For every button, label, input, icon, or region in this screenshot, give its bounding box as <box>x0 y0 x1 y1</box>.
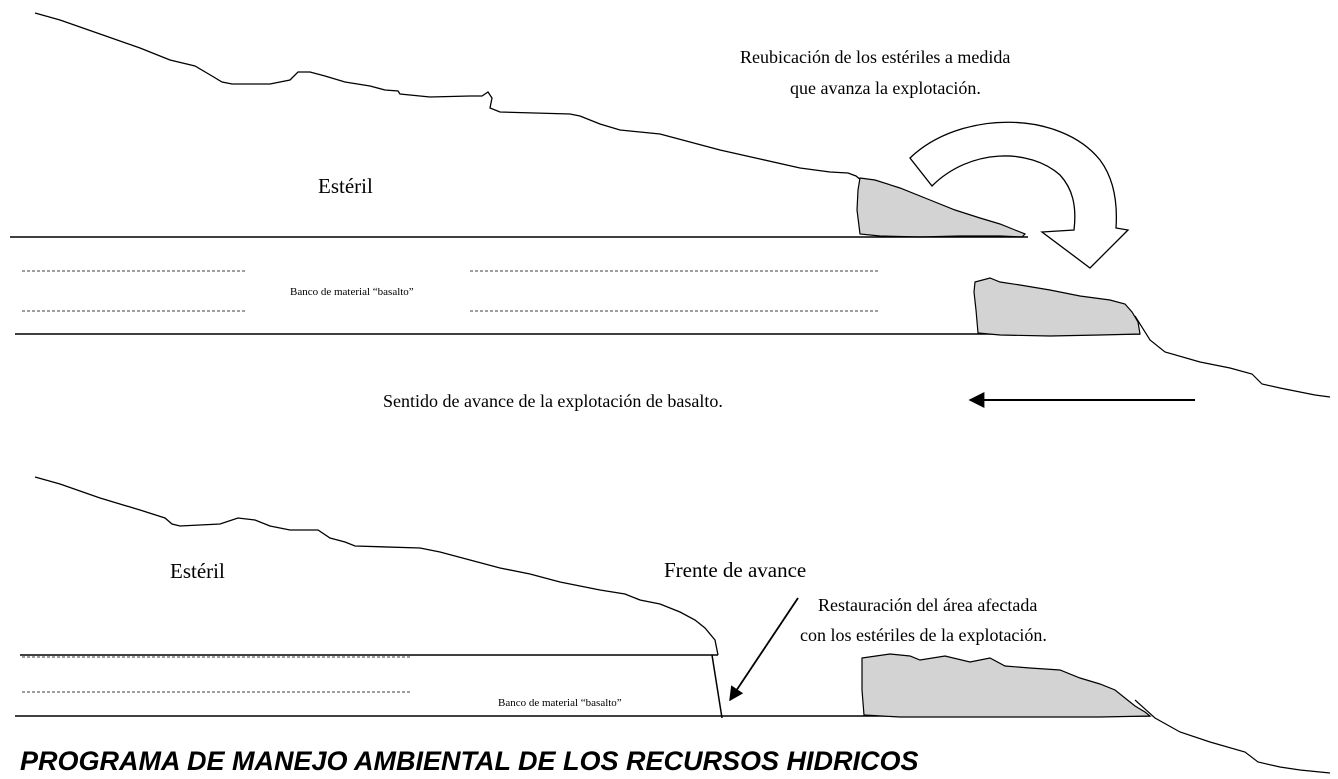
upper-section: Estéril Banco de material “basalto” Reub… <box>10 12 1331 411</box>
label-frente-avance: Frente de avance <box>664 558 806 582</box>
label-sentido-avance: Sentido de avance de la explotación de b… <box>383 391 723 411</box>
lower-slope-line <box>1134 699 1331 774</box>
quarry-face-line <box>711 654 723 719</box>
upper-waste-pile-relocated <box>973 277 1141 337</box>
lower-label-banco: Banco de material “basalto” <box>498 697 622 709</box>
label-restauracion-line2: con los estériles de la explotación. <box>800 625 1047 645</box>
section-heading: PROGRAMA DE MANEJO AMBIENTAL DE LOS RECU… <box>20 746 919 776</box>
frente-avance-pointer-arrow <box>729 597 799 702</box>
lower-terrain-line <box>34 476 719 656</box>
lower-restored-area <box>861 653 1152 718</box>
upper-slope-line <box>1134 315 1331 398</box>
lower-label-esteril: Estéril <box>170 559 225 583</box>
upper-label-esteril: Estéril <box>318 174 373 198</box>
upper-terrain-line <box>34 12 863 182</box>
label-reubicacion-line1: Reubicación de los estériles a medida <box>740 47 1010 67</box>
relocation-curved-arrow <box>909 121 1130 269</box>
label-restauracion-line1: Restauración del área afectada <box>818 595 1037 615</box>
upper-label-banco: Banco de material “basalto” <box>290 286 414 298</box>
lower-section: Estéril Frente de avance Restauración de… <box>15 476 1331 774</box>
upper-waste-pile-existing <box>856 177 1027 238</box>
label-reubicacion-line2: que avanza la explotación. <box>790 78 981 98</box>
